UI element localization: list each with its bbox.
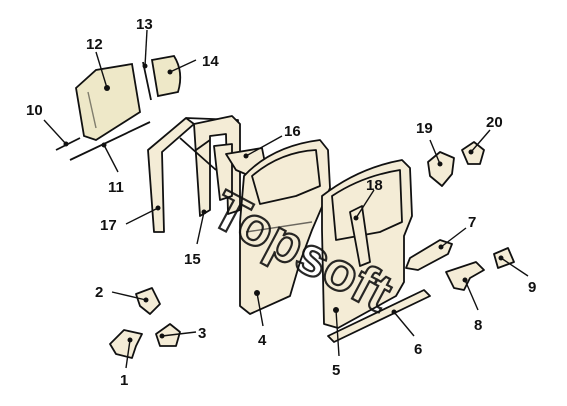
leader-lines [43,29,529,369]
callout-7: 7 [468,214,476,231]
part-1-latch [109,329,143,359]
callout-13: 13 [136,16,153,33]
part-8-inner-handle [445,261,485,291]
callout-2: 2 [95,284,103,301]
callout-9: 9 [528,279,536,296]
callout-10: 10 [26,102,43,119]
callout-4: 4 [258,332,267,349]
callout-20: 20 [486,114,503,131]
callout-12: 12 [86,36,103,53]
part-10-short-strip [55,137,81,151]
callout-1: 1 [120,372,128,389]
part-4-front-door [239,139,331,315]
part-20-hinge [461,141,485,165]
callout-5: 5 [332,362,340,379]
callout-3: 3 [198,325,206,342]
callout-15: 15 [184,251,201,268]
part-12-window-glass [75,62,141,141]
callout-labels: 1 2 3 4 5 6 7 8 9 10 11 12 13 14 15 16 1… [26,16,536,389]
part-13-seal-strip [142,61,152,101]
part-14-quarter-glass [150,55,182,98]
callout-8: 8 [474,317,482,334]
callout-18: 18 [366,177,383,194]
part-2-bracket [135,287,161,315]
callout-19: 19 [416,120,433,137]
part-19-hinge [427,151,455,187]
callout-16: 16 [284,123,301,140]
callout-14: 14 [202,53,219,70]
callout-6: 6 [414,341,422,358]
callout-17: 17 [100,217,117,234]
callout-11: 11 [108,179,124,196]
